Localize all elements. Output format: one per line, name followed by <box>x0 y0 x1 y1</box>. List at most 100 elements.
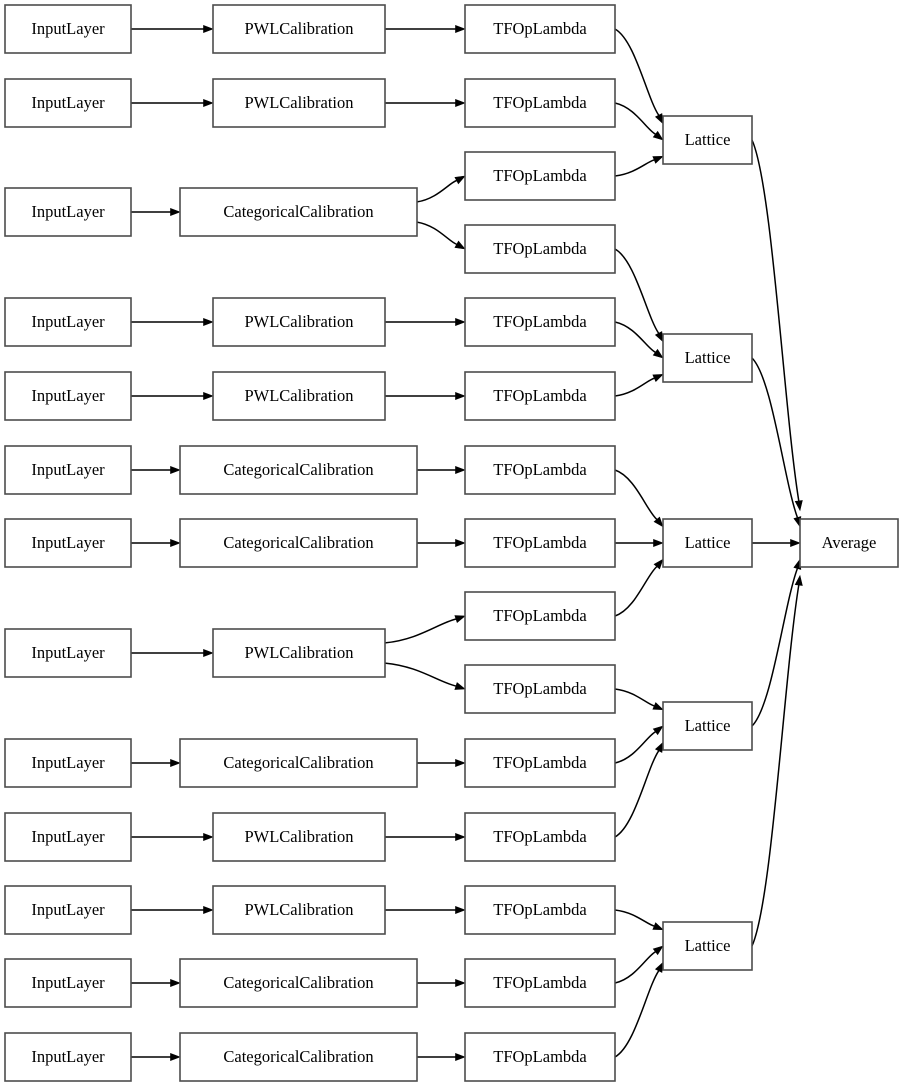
node-input-layer-in1[interactable]: InputLayer <box>4 4 132 54</box>
node-box[interactable] <box>4 628 132 678</box>
node-categorical-calibration-cal13[interactable]: CategoricalCalibration <box>179 1032 418 1082</box>
node-tfop-lambda-op8[interactable]: TFOpLambda <box>464 518 616 568</box>
node-input-layer-in11[interactable]: InputLayer <box>4 885 132 935</box>
node-input-layer-in10[interactable]: InputLayer <box>4 812 132 862</box>
node-box[interactable] <box>464 518 616 568</box>
node-label: TFOpLambda <box>493 239 587 258</box>
node-box[interactable] <box>4 738 132 788</box>
node-tfop-lambda-op1[interactable]: TFOpLambda <box>464 4 616 54</box>
node-box[interactable] <box>662 115 753 165</box>
node-box[interactable] <box>4 187 132 237</box>
node-input-layer-in8[interactable]: InputLayer <box>4 628 132 678</box>
node-label: TFOpLambda <box>493 166 587 185</box>
node-box[interactable] <box>464 78 616 128</box>
node-pwlcalibration-cal2[interactable]: PWLCalibration <box>212 78 386 128</box>
node-box[interactable] <box>662 518 753 568</box>
node-box[interactable] <box>4 297 132 347</box>
node-box[interactable] <box>212 4 386 54</box>
node-box[interactable] <box>212 812 386 862</box>
node-input-layer-in12[interactable]: InputLayer <box>4 958 132 1008</box>
node-tfop-lambda-op12[interactable]: TFOpLambda <box>464 812 616 862</box>
node-box[interactable] <box>464 812 616 862</box>
node-tfop-lambda-op3[interactable]: TFOpLambda <box>464 151 616 201</box>
node-tfop-lambda-op11[interactable]: TFOpLambda <box>464 738 616 788</box>
node-box[interactable] <box>464 591 616 641</box>
node-tfop-lambda-op13[interactable]: TFOpLambda <box>464 885 616 935</box>
node-box[interactable] <box>464 224 616 274</box>
node-categorical-calibration-cal3[interactable]: CategoricalCalibration <box>179 187 418 237</box>
node-box[interactable] <box>179 445 418 495</box>
node-input-layer-in5[interactable]: InputLayer <box>4 371 132 421</box>
node-lattice-lat2[interactable]: Lattice <box>662 333 753 383</box>
node-categorical-calibration-cal9[interactable]: CategoricalCalibration <box>179 738 418 788</box>
node-pwlcalibration-cal5[interactable]: PWLCalibration <box>212 371 386 421</box>
node-box[interactable] <box>464 1032 616 1082</box>
node-box[interactable] <box>212 297 386 347</box>
edge-op5-to-lat2 <box>614 321 664 359</box>
node-box[interactable] <box>464 4 616 54</box>
node-box[interactable] <box>464 371 616 421</box>
node-box[interactable] <box>4 371 132 421</box>
node-tfop-lambda-op10[interactable]: TFOpLambda <box>464 664 616 714</box>
node-box[interactable] <box>4 78 132 128</box>
node-pwlcalibration-cal11[interactable]: PWLCalibration <box>212 885 386 935</box>
node-pwlcalibration-cal8[interactable]: PWLCalibration <box>212 628 386 678</box>
node-tfop-lambda-op2[interactable]: TFOpLambda <box>464 78 616 128</box>
node-input-layer-in2[interactable]: InputLayer <box>4 78 132 128</box>
node-box[interactable] <box>4 885 132 935</box>
node-box[interactable] <box>4 1032 132 1082</box>
node-input-layer-in3[interactable]: InputLayer <box>4 187 132 237</box>
node-input-layer-in6[interactable]: InputLayer <box>4 445 132 495</box>
node-box[interactable] <box>179 738 418 788</box>
node-tfop-lambda-op9[interactable]: TFOpLambda <box>464 591 616 641</box>
node-box[interactable] <box>179 518 418 568</box>
node-box[interactable] <box>4 445 132 495</box>
node-box[interactable] <box>464 445 616 495</box>
node-tfop-lambda-op15[interactable]: TFOpLambda <box>464 1032 616 1082</box>
node-categorical-calibration-cal6[interactable]: CategoricalCalibration <box>179 445 418 495</box>
node-box[interactable] <box>4 812 132 862</box>
node-box[interactable] <box>212 78 386 128</box>
node-box[interactable] <box>662 921 753 971</box>
node-box[interactable] <box>212 628 386 678</box>
node-box[interactable] <box>4 958 132 1008</box>
node-box[interactable] <box>179 1032 418 1082</box>
node-average-avg[interactable]: Average <box>799 518 899 568</box>
node-pwlcalibration-cal10[interactable]: PWLCalibration <box>212 812 386 862</box>
node-box[interactable] <box>179 187 418 237</box>
node-pwlcalibration-cal4[interactable]: PWLCalibration <box>212 297 386 347</box>
node-box[interactable] <box>799 518 899 568</box>
node-tfop-lambda-op5[interactable]: TFOpLambda <box>464 297 616 347</box>
node-categorical-calibration-cal7[interactable]: CategoricalCalibration <box>179 518 418 568</box>
node-lattice-lat4[interactable]: Lattice <box>662 701 753 751</box>
node-input-layer-in13[interactable]: InputLayer <box>4 1032 132 1082</box>
edge-lat1-to-avg <box>751 139 803 512</box>
node-box[interactable] <box>212 885 386 935</box>
node-label: TFOpLambda <box>493 312 587 331</box>
node-pwlcalibration-cal1[interactable]: PWLCalibration <box>212 4 386 54</box>
node-box[interactable] <box>464 958 616 1008</box>
node-tfop-lambda-op14[interactable]: TFOpLambda <box>464 958 616 1008</box>
node-box[interactable] <box>464 151 616 201</box>
node-box[interactable] <box>464 297 616 347</box>
node-box[interactable] <box>464 664 616 714</box>
node-box[interactable] <box>4 518 132 568</box>
node-categorical-calibration-cal12[interactable]: CategoricalCalibration <box>179 958 418 1008</box>
arrow-head-icon <box>170 1052 181 1062</box>
node-box[interactable] <box>179 958 418 1008</box>
node-lattice-lat3[interactable]: Lattice <box>662 518 753 568</box>
node-box[interactable] <box>212 371 386 421</box>
node-box[interactable] <box>4 4 132 54</box>
node-tfop-lambda-op6[interactable]: TFOpLambda <box>464 371 616 421</box>
node-input-layer-in7[interactable]: InputLayer <box>4 518 132 568</box>
node-box[interactable] <box>464 738 616 788</box>
node-tfop-lambda-op7[interactable]: TFOpLambda <box>464 445 616 495</box>
node-box[interactable] <box>464 885 616 935</box>
node-box[interactable] <box>662 701 753 751</box>
node-tfop-lambda-op4[interactable]: TFOpLambda <box>464 224 616 274</box>
node-input-layer-in9[interactable]: InputLayer <box>4 738 132 788</box>
node-lattice-lat1[interactable]: Lattice <box>662 115 753 165</box>
node-lattice-lat5[interactable]: Lattice <box>662 921 753 971</box>
node-box[interactable] <box>662 333 753 383</box>
node-input-layer-in4[interactable]: InputLayer <box>4 297 132 347</box>
